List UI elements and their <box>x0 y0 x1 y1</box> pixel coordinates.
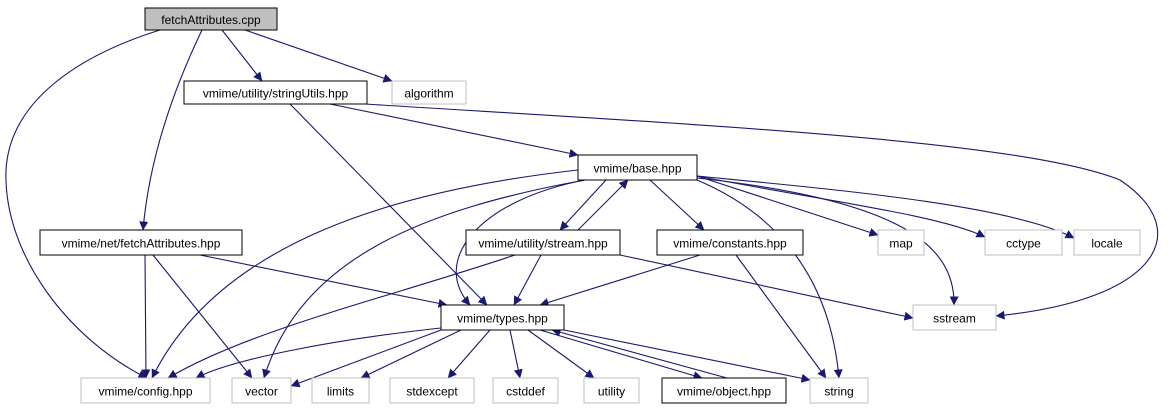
node-types[interactable]: vmime/types.hpp <box>440 304 565 331</box>
edge-stringUtils-to-base <box>329 103 579 158</box>
node-label-constants: vmime/constants.hpp <box>673 237 787 251</box>
node-label-types: vmime/types.hpp <box>457 312 548 326</box>
edge-stream-to-config <box>167 254 516 379</box>
edge-types-to-vector <box>290 329 442 388</box>
node-box-base <box>577 154 698 181</box>
edge-fetchAttributes_cpp-to-algorithm <box>244 29 393 83</box>
node-algorithm: algorithm <box>391 80 467 105</box>
node-label-algorithm: algorithm <box>404 87 453 101</box>
node-config: vmime/config.hpp <box>80 377 211 404</box>
edge-net_fetchAttributes-to-config <box>141 254 151 379</box>
node-label-base: vmime/base.hpp <box>593 162 681 176</box>
node-label-stream: vmime/utility/stream.hpp <box>478 237 608 251</box>
node-label-locale: locale <box>1091 237 1123 251</box>
node-label-object: vmime/object.hpp <box>677 385 771 399</box>
node-box-cctype <box>984 229 1063 256</box>
edge-stringUtils-to-sstream <box>364 103 1159 320</box>
edge-stream-to-types <box>513 254 542 306</box>
edge-base-to-sstream <box>696 177 959 306</box>
edge-base-to-stream <box>559 179 607 231</box>
node-box-cstddef <box>492 377 559 404</box>
node-label-cstddef: cstddef <box>506 385 545 399</box>
node-label-sstream: sstream <box>933 312 976 326</box>
node-box-stdexcept <box>389 377 475 404</box>
edge-stringUtils-to-types <box>289 103 488 306</box>
node-sstream: sstream <box>912 304 997 331</box>
edge-types-to-config <box>195 327 442 379</box>
node-box-net_fetchAttributes <box>39 229 243 256</box>
edge-base-to-locale <box>696 175 1075 239</box>
edge-object-to-types <box>551 327 728 379</box>
node-label-net_fetchAttributes: vmime/net/fetchAttributes.hpp <box>62 237 221 251</box>
node-box-constants <box>656 229 804 256</box>
node-stdexcept: stdexcept <box>389 377 475 404</box>
edge-types-to-cstddef <box>509 329 523 379</box>
edge-fetchAttributes_cpp-to-net_fetchAttributes <box>139 29 203 231</box>
edge-types-to-string <box>563 329 811 383</box>
node-box-sstream <box>912 304 997 331</box>
node-label-config: vmime/config.hpp <box>98 385 192 399</box>
node-label-cctype: cctype <box>1006 237 1041 251</box>
edge-net_fetchAttributes-to-vector <box>152 254 253 379</box>
edge-base-to-constants <box>649 179 705 231</box>
edge-fetchAttributes_cpp-to-config <box>5 29 161 379</box>
node-box-map <box>877 229 925 256</box>
edge-stream-to-sstream <box>619 254 914 321</box>
edge-base-to-vector <box>262 179 586 379</box>
node-cctype: cctype <box>984 229 1063 256</box>
node-stringUtils[interactable]: vmime/utility/stringUtils.hpp <box>183 80 368 105</box>
node-box-string <box>809 377 869 404</box>
node-box-utility <box>583 377 640 404</box>
node-label-vector: vector <box>245 385 278 399</box>
edge-fetchAttributes_cpp-to-stringUtils <box>221 29 263 82</box>
node-box-config <box>80 377 211 404</box>
nodes-layer: fetchAttributes.cpp vmime/utility/stringU… <box>39 7 1141 404</box>
node-box-limits <box>311 377 370 404</box>
edge-net_fetchAttributes-to-types <box>199 254 448 308</box>
edges-layer <box>5 29 1159 388</box>
node-box-types <box>440 304 565 331</box>
node-label-map: map <box>889 237 913 251</box>
node-constants[interactable]: vmime/constants.hpp <box>656 229 804 256</box>
edge-types-to-object <box>539 329 703 380</box>
node-utility: utility <box>583 377 640 404</box>
node-locale: locale <box>1073 229 1141 256</box>
node-map: map <box>877 229 925 256</box>
edge-stream-to-base <box>577 179 629 231</box>
node-box-locale <box>1073 229 1141 256</box>
node-label-fetchAttributes_cpp: fetchAttributes.cpp <box>161 13 261 27</box>
node-object[interactable]: vmime/object.hpp <box>661 377 787 404</box>
edge-constants-to-string <box>735 254 827 379</box>
node-label-stringUtils: vmime/utility/stringUtils.hpp <box>203 87 349 101</box>
edge-types-to-limits <box>360 329 462 379</box>
edge-constants-to-types <box>539 254 701 307</box>
node-fetchAttributes_cpp[interactable]: fetchAttributes.cpp <box>144 7 278 31</box>
node-base[interactable]: vmime/base.hpp <box>577 154 698 181</box>
node-label-stdexcept: stdexcept <box>406 385 458 399</box>
node-cstddef: cstddef <box>492 377 559 404</box>
edge-base-to-config <box>151 169 579 379</box>
node-box-algorithm <box>391 80 467 105</box>
edge-base-to-cctype <box>696 175 986 238</box>
edge-base-to-string <box>696 179 843 379</box>
node-box-stringUtils <box>183 80 368 105</box>
node-label-limits: limits <box>327 385 354 399</box>
node-stream[interactable]: vmime/utility/stream.hpp <box>465 229 621 256</box>
node-label-string: string <box>824 385 853 399</box>
node-box-vector <box>231 377 292 404</box>
edge-types-to-utility <box>527 329 595 379</box>
node-vector: vector <box>231 377 292 404</box>
edge-types-to-stdexcept <box>447 329 491 379</box>
node-box-fetchAttributes_cpp <box>144 7 278 31</box>
node-net_fetchAttributes[interactable]: vmime/net/fetchAttributes.hpp <box>39 229 243 256</box>
node-box-object <box>661 377 787 404</box>
node-string: string <box>809 377 869 404</box>
node-limits: limits <box>311 377 370 404</box>
node-box-stream <box>465 229 621 256</box>
node-label-utility: utility <box>598 385 625 399</box>
edge-base-to-map <box>696 175 879 237</box>
